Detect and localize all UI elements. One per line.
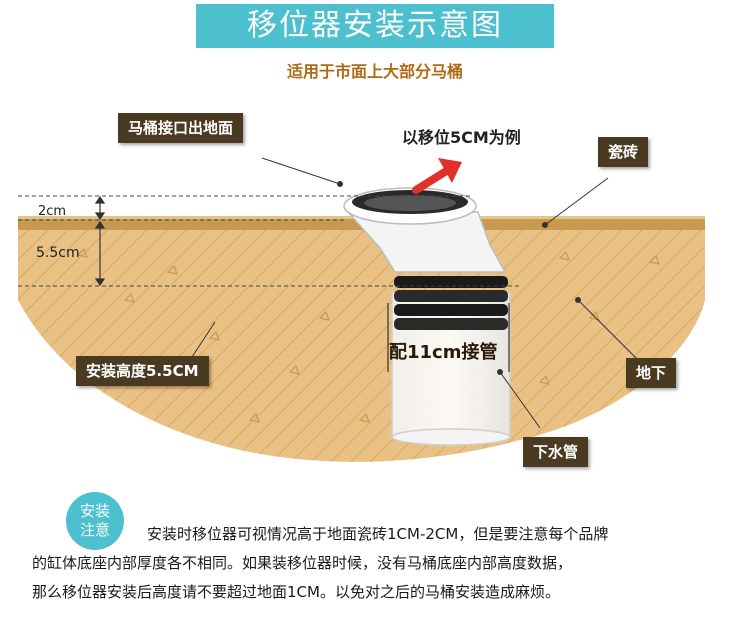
notice-text: 安装时移位器可视情况高于地面瓷砖1CM-2CM，但是要注意每个品牌 的缸体底座内…: [32, 520, 722, 607]
example-shift-label: 以移位5CM为例: [402, 128, 521, 147]
dim-2cm-label: 2cm: [38, 204, 67, 219]
pipe-fit-label: 配11cm接管: [389, 342, 498, 363]
tag-tile: 瓷砖: [598, 137, 649, 167]
notice-badge-line2: 注意: [79, 521, 110, 539]
notice-line-2: 的缸体底座内部厚度各不相同。如果装移位器时候，没有马桶底座内部高度数据，: [32, 554, 573, 572]
page-subtitle: 适用于市面上大部分马桶: [286, 62, 463, 81]
page-title: 移位器安装示意图: [196, 4, 554, 48]
seal-rings: [394, 276, 508, 330]
notice-badge: 安装 注意: [66, 492, 124, 550]
notice-line-3: 那么移位器安装后高度请不要超过地面1CM。以免对之后的马桶安装造成麻烦。: [32, 583, 560, 601]
tag-toilet-interface: 马桶接口出地面: [118, 113, 244, 143]
tag-install-height: 安装高度5.5CM: [76, 356, 209, 386]
notice-line-1: 安装时移位器可视情况高于地面瓷砖1CM-2CM，但是要注意每个品牌: [147, 525, 609, 543]
tag-underground: 地下: [626, 358, 677, 388]
dim-5-5cm-label: 5.5cm: [36, 245, 80, 261]
installation-diagram: [18, 157, 705, 462]
tag-drain-pipe: 下水管: [523, 437, 589, 467]
ground-shape: [18, 228, 705, 462]
shift-arrow: [412, 158, 462, 194]
notice-badge-line1: 安装: [79, 502, 110, 520]
shifter-elbow: [346, 211, 507, 273]
